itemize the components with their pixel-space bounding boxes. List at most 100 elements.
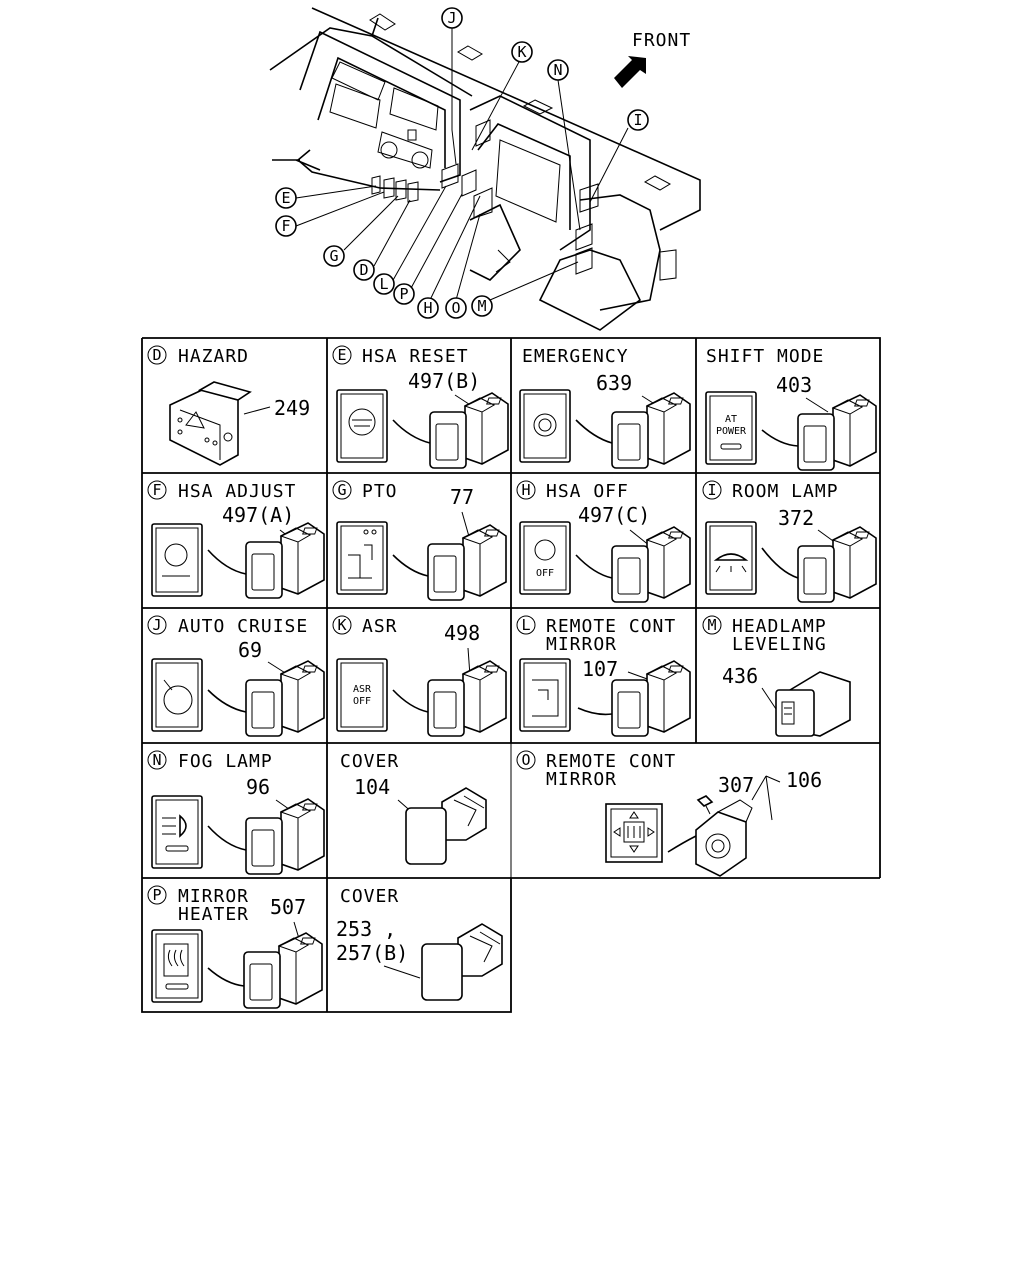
- svg-text:F: F: [281, 217, 290, 235]
- part-number: 104: [354, 775, 390, 799]
- svg-text:O: O: [521, 751, 530, 769]
- panel-icon: [705, 521, 757, 595]
- svg-text:AT: AT: [725, 414, 737, 425]
- svg-text:L: L: [379, 275, 388, 293]
- svg-text:K: K: [337, 616, 346, 634]
- callout-G: G: [323, 245, 345, 267]
- svg-text:G: G: [337, 481, 346, 499]
- callout-M: M: [471, 295, 493, 317]
- part-number: 507: [270, 895, 306, 919]
- part-number: 403: [776, 373, 812, 397]
- panel-icon: [151, 658, 203, 732]
- svg-text:M: M: [477, 297, 486, 315]
- svg-text:HAZARD: HAZARD: [178, 346, 249, 367]
- svg-text:D: D: [152, 346, 161, 364]
- svg-text:OFF: OFF: [536, 568, 554, 579]
- svg-text:EMERGENCY: EMERGENCY: [522, 346, 629, 367]
- part-number: 249: [274, 396, 310, 420]
- part-number: 497(C): [578, 503, 650, 527]
- svg-text:M: M: [707, 616, 716, 634]
- svg-text:J: J: [152, 616, 161, 634]
- panel-icon: [519, 389, 571, 463]
- svg-text:J: J: [447, 9, 456, 27]
- panel-icon: [519, 658, 571, 732]
- callout-L: L: [373, 273, 395, 295]
- part-number: 307: [718, 773, 754, 797]
- svg-text:COVER: COVER: [340, 751, 399, 772]
- callout-K: K: [511, 41, 533, 63]
- parts-grid: [141, 337, 881, 1013]
- svg-text:F: F: [152, 481, 161, 499]
- part-number: 69: [238, 638, 262, 662]
- cell-pto: G PTO 77: [332, 480, 507, 601]
- part-number: 106: [786, 768, 822, 792]
- panel-icon: [336, 658, 388, 732]
- rocker-switch-icon: [611, 660, 691, 737]
- hazard-switch-icon: [169, 381, 252, 466]
- cell-room-lamp: I ROOM LAMP 372: [702, 480, 877, 603]
- callout-F: F: [275, 215, 297, 237]
- callout-N: N: [547, 59, 569, 81]
- part-number: 107: [582, 657, 618, 681]
- svg-text:L: L: [521, 616, 530, 634]
- rocker-switch-icon: [245, 660, 325, 737]
- part-number: 77: [450, 485, 474, 509]
- part-number: 257(B): [336, 941, 408, 965]
- svg-text:ROOM LAMP: ROOM LAMP: [732, 481, 839, 502]
- cell-headlamp-leveling: M HEADLAMP LEVELING 436: [702, 615, 851, 737]
- cell-asr: K ASR 498 ASR OFF: [332, 615, 507, 737]
- svg-text:HEADLAMP: HEADLAMP: [732, 616, 827, 637]
- rocker-switch-icon: [427, 524, 507, 601]
- svg-text:REMOTE CONT: REMOTE CONT: [546, 616, 676, 637]
- panel-icon: [519, 521, 571, 595]
- svg-text:P: P: [152, 886, 161, 904]
- svg-text:H: H: [423, 299, 432, 317]
- part-number: 372: [778, 506, 814, 530]
- cell-emergency: EMERGENCY 639: [519, 346, 691, 469]
- rocker-switch-icon: [245, 522, 325, 599]
- part-number: 436: [722, 664, 758, 688]
- callout-P: P: [393, 283, 415, 305]
- panel-icon: [151, 795, 203, 869]
- svg-text:N: N: [553, 61, 562, 79]
- cell-cover-253: COVER 253 , 257(B): [336, 886, 503, 1001]
- svg-text:D: D: [359, 261, 368, 279]
- cell-shift-mode: SHIFT MODE 403 AT POWER: [705, 346, 877, 471]
- cell-hsa-reset: E HSA RESET 497(B): [332, 345, 509, 469]
- svg-text:K: K: [517, 43, 526, 61]
- callout-J: J: [441, 7, 463, 29]
- cell-mirror-heater: P MIRROR HEATER 507: [147, 885, 323, 1009]
- cell-remote-cont-mirror-O: O REMOTE CONT MIRROR 307 106: [516, 750, 822, 877]
- svg-text:REMOTE CONT: REMOTE CONT: [546, 751, 676, 772]
- cover-plug-icon: [405, 787, 487, 865]
- callout-H: H: [417, 297, 439, 319]
- screw-icon: [696, 795, 714, 815]
- panel-icon: [336, 521, 388, 595]
- svg-text:FOG LAMP: FOG LAMP: [178, 751, 273, 772]
- rocker-switch-icon: [611, 526, 691, 603]
- mirror-control-switch-icon: [695, 799, 753, 877]
- cell-cover-104: COVER 104: [340, 751, 487, 865]
- part-number: 497(A): [222, 503, 294, 527]
- part-number: 96: [246, 775, 270, 799]
- part-number: 498: [444, 621, 480, 645]
- svg-text:I: I: [707, 481, 716, 499]
- svg-text:LEVELING: LEVELING: [732, 634, 827, 655]
- rocker-switch-icon: [427, 660, 507, 737]
- rocker-switch-icon: [243, 932, 323, 1009]
- rocker-switch-icon: [429, 392, 509, 469]
- rocker-switch-icon: [611, 392, 691, 469]
- svg-text:AUTO CRUISE: AUTO CRUISE: [178, 616, 308, 637]
- part-number: 497(B): [408, 369, 480, 393]
- svg-text:PTO: PTO: [362, 481, 398, 502]
- svg-text:E: E: [337, 346, 346, 364]
- svg-text:G: G: [329, 247, 338, 265]
- svg-text:HSA RESET: HSA RESET: [362, 346, 469, 367]
- callout-D: D: [353, 259, 375, 281]
- callout-O: O: [445, 297, 467, 319]
- svg-text:MIRROR: MIRROR: [546, 769, 617, 790]
- svg-text:HSA ADJUST: HSA ADJUST: [178, 481, 296, 502]
- svg-text:SHIFT MODE: SHIFT MODE: [706, 346, 824, 367]
- svg-text:POWER: POWER: [716, 426, 747, 437]
- dashboard-illustration: FRONT J K N I E F G D L P H O M: [269, 7, 701, 331]
